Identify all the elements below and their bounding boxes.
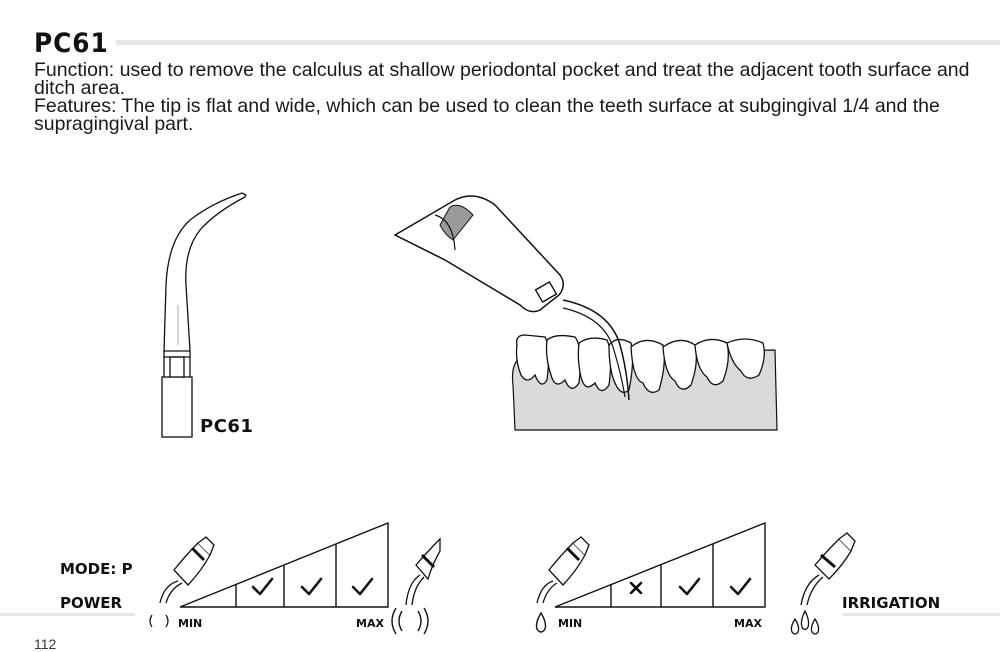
check-mark-icon bbox=[729, 577, 752, 596]
power-scale bbox=[149, 521, 441, 635]
title-divider bbox=[116, 40, 1000, 45]
irrigation-label: IRRIGATION bbox=[842, 594, 941, 612]
irrigation-min-label: MIN bbox=[558, 617, 583, 630]
check-mark-icon bbox=[678, 577, 701, 596]
irrigation-scale bbox=[535, 521, 856, 635]
water-drop-icon bbox=[790, 609, 820, 635]
handpiece-icon bbox=[536, 536, 590, 604]
footer-divider bbox=[0, 613, 135, 616]
cross-mark-icon bbox=[629, 581, 643, 595]
vibration-icon bbox=[391, 607, 429, 635]
mode-label: MODE: P bbox=[60, 560, 133, 578]
water-drop-icon bbox=[535, 611, 547, 633]
check-mark-icon bbox=[300, 577, 323, 596]
teeth-illustration bbox=[393, 195, 778, 431]
power-label: POWER bbox=[60, 594, 123, 612]
power-max-label: MAX bbox=[356, 617, 384, 630]
irrigation-max-label: MAX bbox=[734, 617, 762, 630]
header: PC61 bbox=[34, 28, 1000, 59]
check-mark-icon bbox=[351, 577, 374, 596]
page-title: PC61 bbox=[34, 28, 109, 59]
power-min-label: MIN bbox=[178, 617, 203, 630]
description: Function: used to remove the calculus at… bbox=[34, 59, 974, 135]
function-text: Function: used to remove the calculus at… bbox=[34, 59, 970, 99]
check-mark-icon bbox=[251, 577, 274, 596]
handpiece-icon bbox=[800, 532, 856, 606]
scaler-tip-icon bbox=[161, 192, 247, 438]
tip-label: PC61 bbox=[200, 416, 254, 437]
footer-divider bbox=[843, 613, 1000, 616]
handpiece-icon bbox=[159, 536, 215, 604]
handpiece-icon bbox=[405, 537, 441, 606]
vibration-icon bbox=[149, 614, 169, 628]
features-text: Features: The tip is flat and wide, whic… bbox=[34, 95, 940, 135]
page-number: 112 bbox=[34, 636, 57, 652]
